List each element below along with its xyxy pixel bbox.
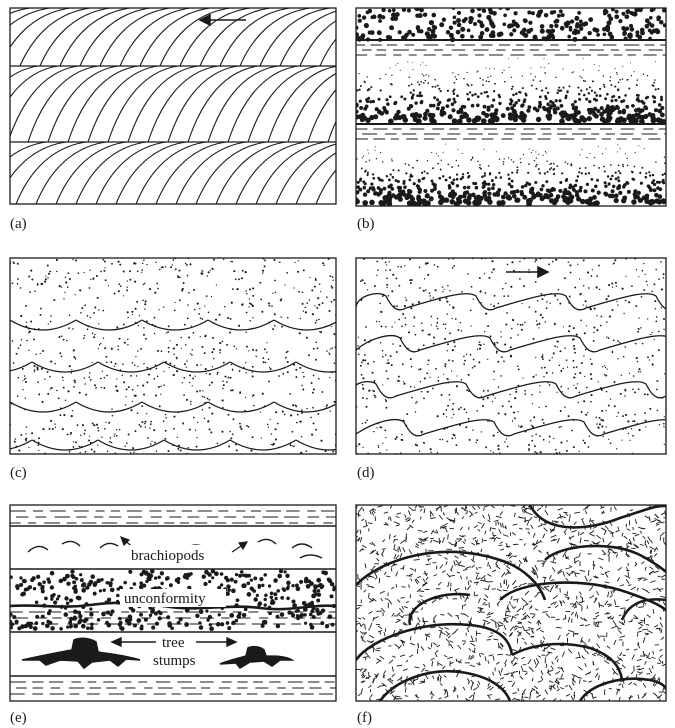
panel-b-frame [355,7,667,207]
panel-a-bounding-surfaces [10,65,336,143]
panel-a-cross-bedding [9,7,337,205]
caption-b: (b) [357,216,375,232]
unconformity-surface [9,601,337,611]
current-arrow-icon [506,265,550,279]
panel-c-frame [9,257,337,455]
tree-stump-icon [21,637,295,670]
panel-b-graded-bedding [355,7,667,207]
brachiopods-label-bg [128,545,226,563]
panel-e-frame [9,504,337,702]
panel-a-frame [9,7,337,205]
panel-e-fossils-unconformity: brachiopods unconformity tree stumps [9,504,337,702]
current-arrow-icon [198,13,246,27]
tree-pointer-arrow [110,636,238,648]
panel-d-frame [355,257,667,455]
panel-c-ripple-laminae [10,319,336,451]
panel-d-ripple-laminae [356,293,666,437]
panel-c-symmetrical-ripples [9,257,337,455]
panel-a-foreset-laminae [10,8,336,204]
panel-f-pillow-outlines [356,505,666,701]
tree-label-bg [158,633,194,651]
caption-d: (d) [357,465,375,481]
caption-c: (c) [10,465,27,481]
unconformity-label: unconformity [124,591,206,607]
panel-d-sand-stipple [356,258,666,454]
panel-f-frame [355,504,667,702]
brachiopods-label: brachiopods [131,548,204,564]
tree-label: tree [162,635,185,651]
panel-b-graded-grains [356,8,666,206]
panel-c-sand-stipple [10,258,336,454]
panel-f-pillow-lava [355,504,667,702]
panel-d-asymmetrical-ripples [355,257,667,455]
caption-f: (f) [357,710,372,726]
stumps-label: stumps [153,653,196,669]
panel-b-bed-boundaries [356,39,666,125]
caption-e: (e) [10,710,27,726]
unconformity-label-bg [120,589,226,607]
caption-a: (a) [10,216,27,232]
stumps-label-bg [150,651,206,669]
panel-e-bed-boundaries [10,525,336,677]
